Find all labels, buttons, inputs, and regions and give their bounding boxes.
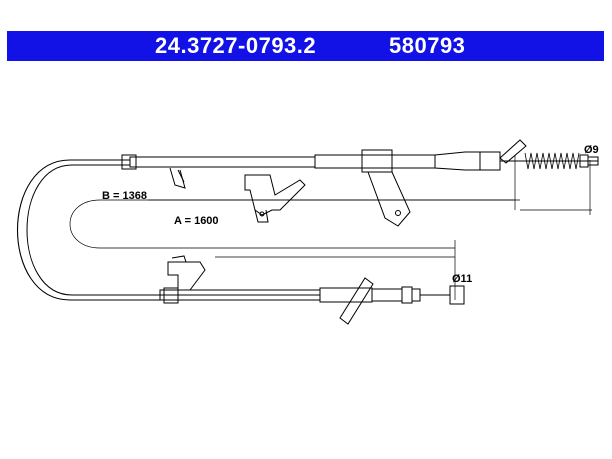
cable-outer	[17, 159, 320, 301]
bottom-bracket	[167, 261, 206, 291]
mid-arm-hole	[395, 210, 401, 216]
top-bracket-hole	[259, 211, 265, 217]
top-boot	[121, 154, 137, 170]
top-end-fitting	[499, 139, 527, 164]
top-taper	[434, 151, 481, 171]
reference-number: 580793	[389, 33, 466, 58]
dim-dia-top: Ø9	[584, 144, 599, 156]
bottom-sheath-2	[371, 288, 403, 302]
dim-b-label: B = 1368	[102, 190, 147, 202]
bottom-boot	[163, 287, 179, 304]
top-spring	[524, 152, 580, 170]
dim-dia-bottom: Ø11	[452, 273, 472, 285]
top-ferrule	[479, 151, 501, 171]
mid-clamp	[361, 149, 393, 173]
bottom-ferrule	[401, 286, 413, 304]
dimension-loop	[69, 199, 520, 249]
top-bracket-foot	[254, 209, 269, 223]
part-number: 24.3727-0793.2	[155, 33, 317, 58]
top-bracket	[244, 174, 306, 216]
cable-outer-inner	[26, 164, 320, 296]
dim-a-label: A = 1600	[174, 215, 219, 227]
mid-arm	[367, 171, 411, 227]
bottom-end-nipple	[449, 285, 465, 305]
bottom-ferrule-2	[411, 288, 421, 302]
top-clip	[169, 167, 186, 189]
top-sheath	[129, 156, 316, 168]
bottom-bracket-tab	[171, 255, 187, 263]
title-bar: 24.3727-0793.2 580793	[7, 31, 604, 61]
top-end-cap	[587, 156, 599, 166]
bottom-sheath	[319, 287, 373, 303]
top-sheath-2	[314, 154, 436, 169]
bottom-arm	[339, 277, 374, 325]
top-clip-2	[177, 169, 185, 183]
